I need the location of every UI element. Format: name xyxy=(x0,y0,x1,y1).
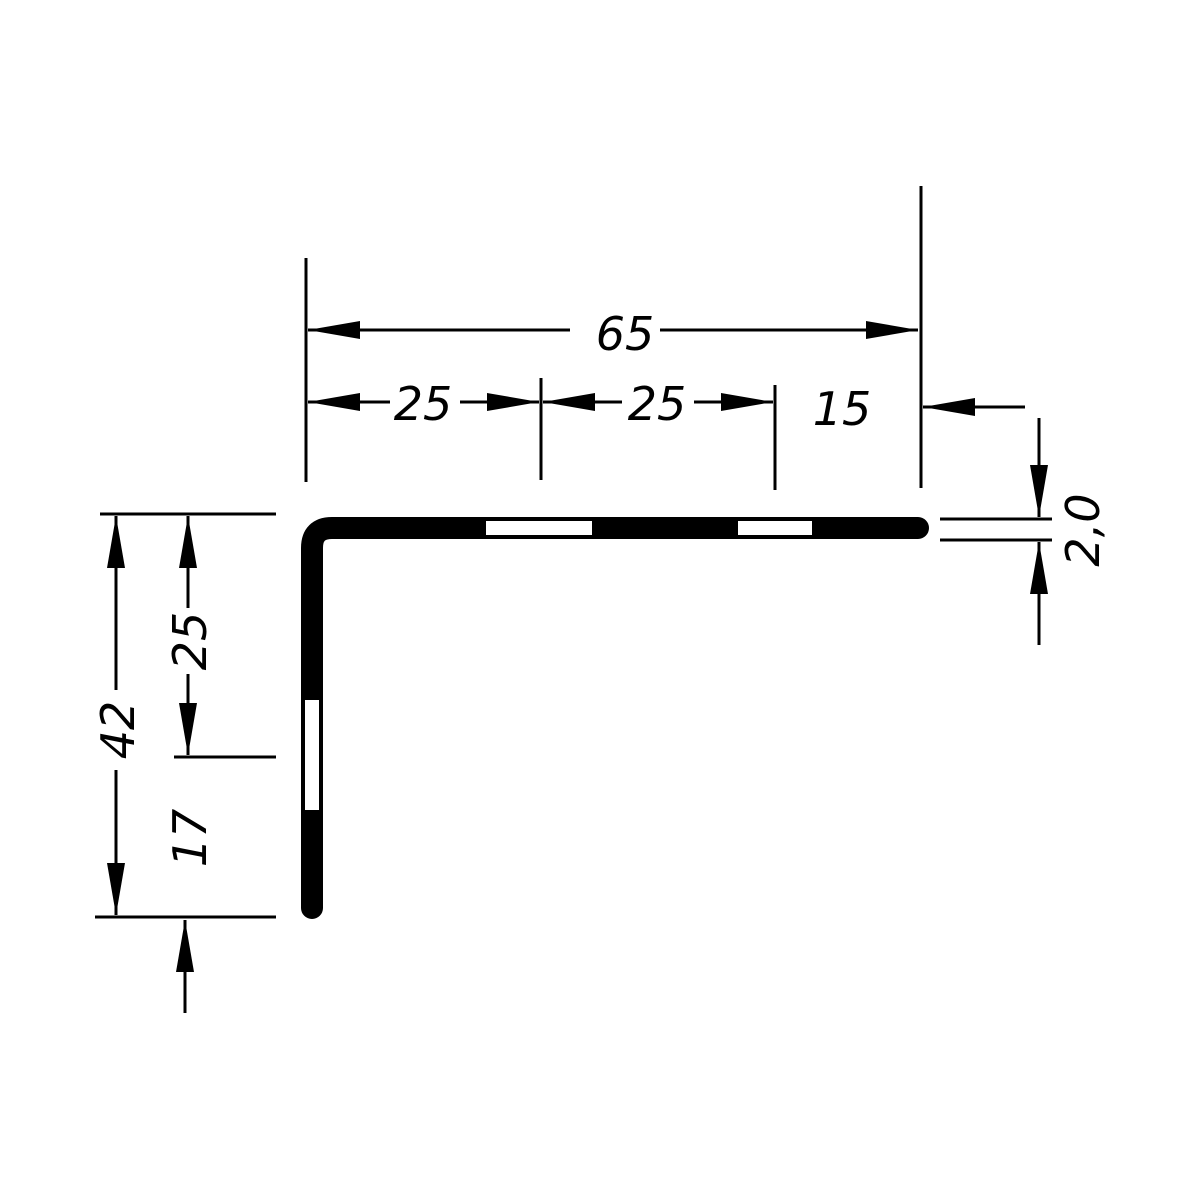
reflective-stripe-top-2 xyxy=(738,521,812,535)
arrow-seg2-left xyxy=(543,393,595,411)
dim-label-upper: 25 xyxy=(163,612,217,671)
profile-body xyxy=(301,517,929,919)
arrow-thickness-up xyxy=(1030,542,1048,594)
arrow-upper-down xyxy=(179,703,197,755)
dimension-segment-1: 25 xyxy=(308,377,539,431)
dim-label-seg3: 15 xyxy=(813,382,872,436)
dimension-lower-height: 17 xyxy=(163,809,217,1013)
dimension-segment-3: 15 xyxy=(813,382,1025,436)
arrow-upper-up xyxy=(179,516,197,568)
dimension-upper-height: 25 xyxy=(163,516,217,755)
reflective-stripe-top-1 xyxy=(486,521,592,535)
arrow-seg1-right xyxy=(487,393,539,411)
arrow-42-down xyxy=(107,863,125,915)
arrow-thickness-down xyxy=(1030,465,1048,517)
arrow-seg1-left xyxy=(308,393,360,411)
extension-lines xyxy=(95,186,1052,919)
reflective-stripe-side xyxy=(305,700,319,810)
dim-label-seg1: 25 xyxy=(394,377,453,431)
dim-label-lower: 17 xyxy=(163,809,217,868)
arrow-seg2-right xyxy=(721,393,773,411)
dimension-thickness: 2,0 xyxy=(1030,418,1110,645)
angle-profile xyxy=(301,517,929,919)
dim-label-thickness: 2,0 xyxy=(1056,493,1110,566)
dim-label-seg2: 25 xyxy=(628,377,687,431)
arrow-42-up xyxy=(107,516,125,568)
dimension-overall-height: 42 xyxy=(91,516,145,915)
dimension-segment-2: 25 xyxy=(543,377,773,431)
arrow-65-right xyxy=(866,321,918,339)
arrow-65-left xyxy=(308,321,360,339)
dim-label-65: 65 xyxy=(596,307,655,361)
arrow-seg3 xyxy=(923,398,975,416)
dim-label-42: 42 xyxy=(91,701,145,760)
dimension-overall-width: 65 xyxy=(308,307,918,361)
arrow-lower-up xyxy=(176,920,194,972)
